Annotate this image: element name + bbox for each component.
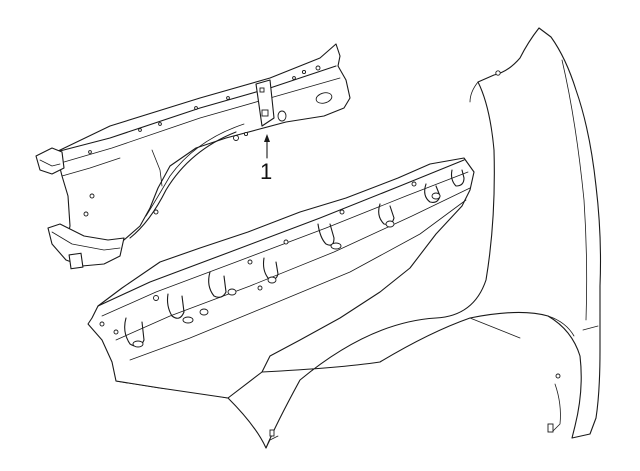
- fender-panel[interactable]: [115, 27, 602, 449]
- callout-1-number: 1: [260, 159, 272, 184]
- callout-1-arrowhead: [264, 134, 270, 142]
- callout-1[interactable]: 1: [260, 134, 272, 184]
- fender-apron-reinforcement[interactable]: [35, 43, 351, 270]
- fender-rail-reinforcement[interactable]: [87, 157, 475, 399]
